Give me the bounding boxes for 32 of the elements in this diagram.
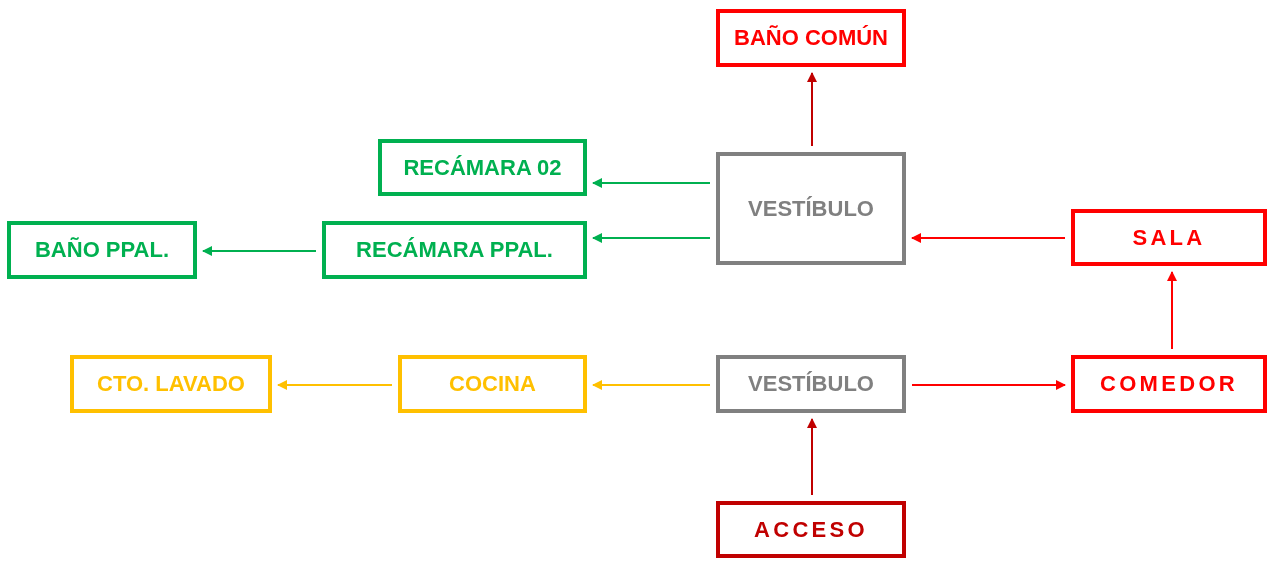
- room-box: [70, 355, 272, 413]
- arrow: [592, 380, 711, 390]
- arrow: [592, 178, 711, 188]
- arrow: [807, 418, 817, 496]
- room-label: VESTÍBULO: [748, 370, 874, 398]
- room-label: BAÑO COMÚN: [734, 24, 888, 52]
- room-box: [378, 139, 587, 196]
- room-label: ACCESO: [754, 515, 868, 544]
- arrow: [277, 380, 393, 390]
- room-label: RECÁMARA PPAL.: [356, 236, 553, 264]
- room-box: [716, 152, 906, 265]
- arrow: [592, 233, 711, 243]
- room-box: [716, 501, 906, 558]
- arrow: [1167, 271, 1177, 350]
- room-label: VESTÍBULO: [748, 194, 874, 223]
- room-label: BAÑO PPAL.: [34, 236, 169, 264]
- room-label: COCINA: [449, 370, 536, 398]
- room-box: [322, 221, 587, 279]
- arrow: [202, 246, 317, 256]
- arrow: [911, 380, 1066, 390]
- room-box: [398, 355, 587, 413]
- room-box: [7, 221, 197, 279]
- arrow: [911, 233, 1066, 243]
- room-box: [1071, 355, 1267, 413]
- room-label: RECÁMARA 02: [403, 153, 562, 182]
- room-label: SALA: [1132, 223, 1206, 252]
- arrow: [807, 72, 817, 147]
- room-box: [716, 9, 906, 67]
- room-label: COMEDOR: [1100, 370, 1238, 398]
- room-label: CTO. LAVADO: [97, 370, 245, 398]
- room-box: [716, 355, 906, 413]
- room-box: [1071, 209, 1267, 266]
